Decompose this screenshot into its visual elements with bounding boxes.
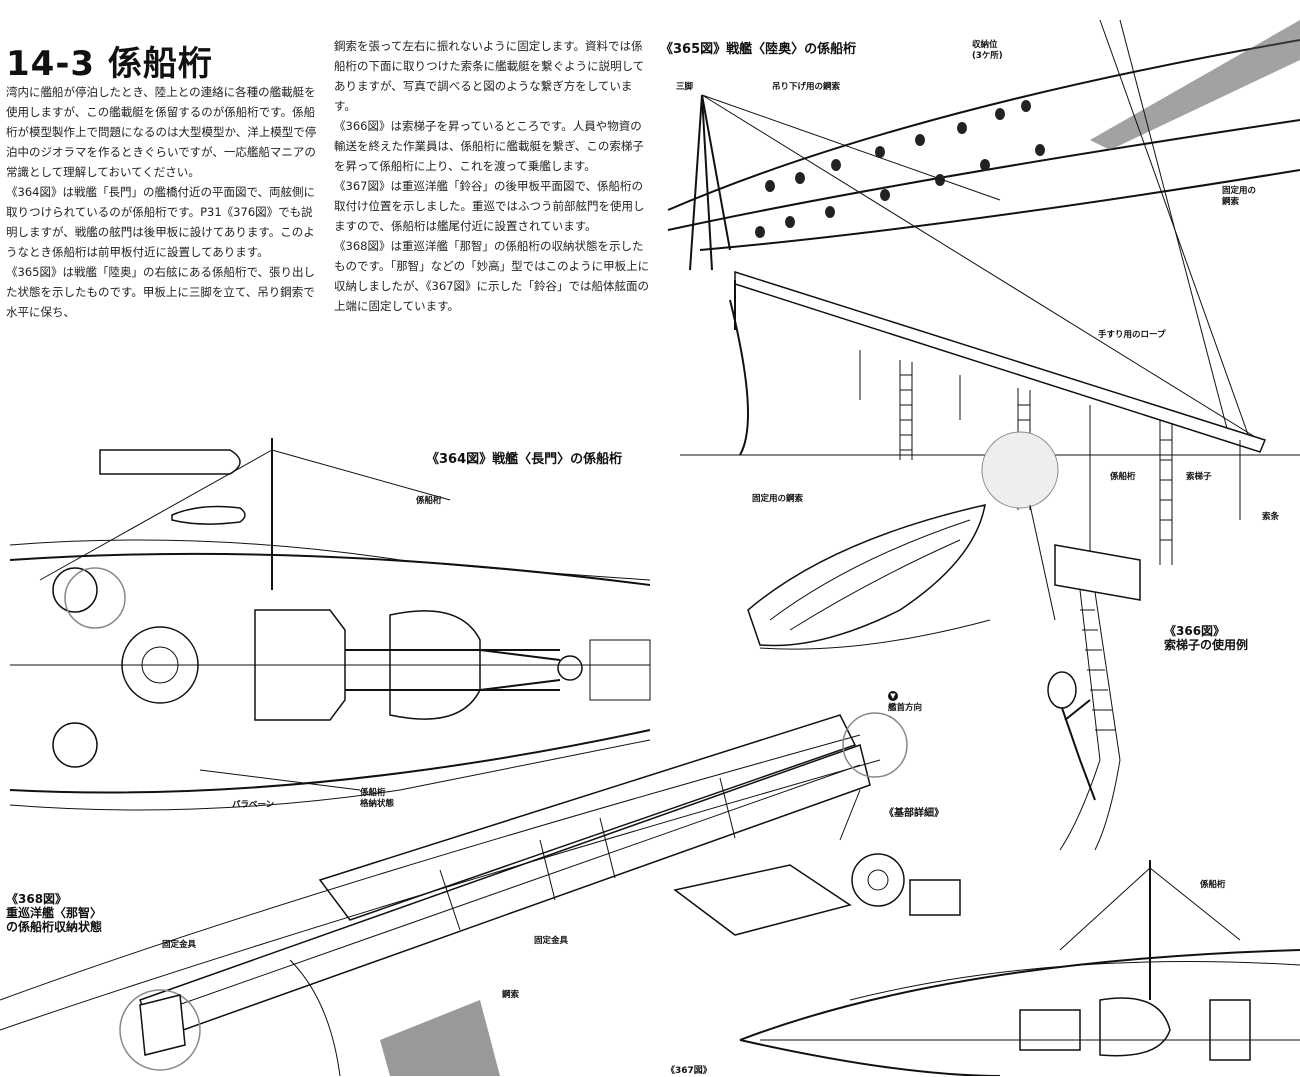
body-text-column-2: 鋼索を張って左右に振れないように固定します。資料では係船桁の下面に取りつけた索条… [334, 39, 650, 313]
fig365-label-rope: 索条 [1262, 512, 1280, 522]
fig368-title: 《368図》 重巡洋艦〈那智〉 の係船桁収納状態 [6, 892, 103, 934]
portholes [755, 100, 1045, 238]
fig366-title: 《366図》 索梯子の使用例 [1164, 624, 1249, 652]
fig367-label-boom: 係船桁 [1200, 880, 1226, 890]
fig368-drawing [0, 712, 961, 1076]
fig368-label-cable: 鋼索 [502, 990, 520, 1000]
body-text-column-1: 湾内に艦船が停泊したとき、陸上との連絡に各種の艦載艇を使用しますが、この艦載艇を… [6, 85, 317, 319]
page-title: 14-3 係船桁 [6, 44, 213, 84]
fig367-title: 《367図》 [666, 1066, 712, 1076]
fig368-label-fitting-left: 固定金具 [162, 940, 197, 950]
fig368-label-base-detail: 《基部詳細》 [884, 808, 944, 819]
fig365-title: 《365図》戦艦〈陸奥〉の係船桁 [660, 42, 857, 57]
bow-direction-arrow-icon: ▼ [888, 691, 898, 701]
fig364-label-boom: 係船桁 [416, 496, 442, 506]
fig364-drawing [9, 438, 651, 811]
fig365-label-fix-cable-right: 固定用の 鋼索 [1222, 186, 1257, 207]
fig365-label-boom: 係船桁 [1110, 472, 1136, 482]
fig365-label-tripod: 三脚 [676, 82, 694, 92]
fig365-label-ladder: 索梯子 [1186, 472, 1212, 482]
fig368-label-bow-direction: ▼ 艦首方向 [888, 680, 922, 714]
fig365-label-fix-cable-bottom: 固定用の鋼索 [752, 494, 804, 504]
fig364-label-paravane: パラベーン [232, 800, 275, 810]
fig365-label-hanging-cable: 吊り下げ用の鋼索 [772, 82, 841, 92]
launch-boat [747, 504, 991, 650]
fig365-label-storage: 収納位 (3ケ所) [972, 40, 1003, 61]
fig368-label-fitting-right: 固定金具 [534, 936, 569, 946]
fig365-drawing [667, 19, 1300, 621]
bow-direction-text: 艦首方向 [888, 702, 923, 713]
fig364-title: 《364図》戦艦〈長門〉の係船桁 [426, 452, 623, 467]
fig365-label-handrail-rope: 手すり用のロープ [1098, 330, 1166, 340]
fig364-label-stowed: 係船桁 格納状態 [360, 788, 395, 809]
fig366-drawing [1047, 544, 1141, 851]
fig367-drawing [739, 860, 1300, 1076]
